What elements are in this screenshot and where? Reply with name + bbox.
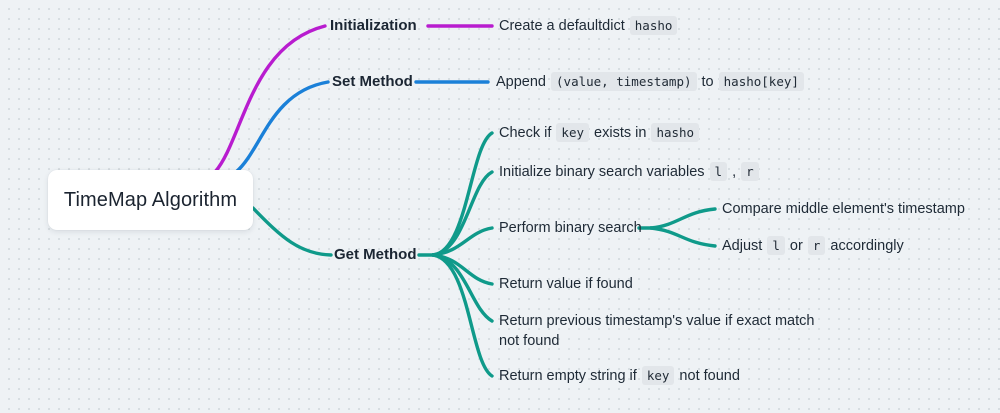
code-token: l [709, 162, 728, 181]
code-token: hasho [651, 123, 700, 142]
leaf-bs-adjust[interactable]: Adjust l or r accordingly [722, 236, 904, 255]
code-token: hasho [629, 16, 678, 35]
edge-get-to-return-empty [431, 253, 494, 378]
code-token: r [741, 162, 759, 181]
leaf-get-check-key[interactable]: Check if key exists in hasho [499, 123, 700, 143]
leaf-get-binary-search[interactable]: Perform binary search [499, 220, 642, 236]
edge-get-to-binary-search [431, 226, 494, 257]
edge-get-to-return-previous [431, 253, 494, 323]
edge-get-to-init-vars [431, 170, 494, 257]
edge-get-to-return-found [431, 253, 494, 286]
root-node-label: TimeMap Algorithm [63, 188, 238, 211]
branch-label-get-method[interactable]: Get Method [334, 246, 417, 263]
edge-root-to-set-method [234, 80, 330, 174]
leaf-get-return-previous[interactable]: Return previous timestamp's value if exa… [499, 313, 815, 349]
leaf-get-init-vars[interactable]: Initialize binary search variables l , r [499, 162, 760, 182]
edge-get-to-check-key [431, 131, 494, 257]
edge-root-to-initialization [213, 24, 327, 174]
root-node[interactable]: TimeMap Algorithm [48, 170, 253, 230]
code-token: hasho[key] [718, 72, 804, 91]
code-token: r [807, 236, 826, 255]
branch-label-set-method[interactable]: Set Method [332, 73, 413, 90]
edge-bs-to-adjust [649, 226, 717, 248]
edge-bs-to-compare-middle [649, 207, 717, 230]
code-token: key [556, 123, 589, 142]
code-token: l [767, 236, 785, 255]
leaf-get-return-found[interactable]: Return value if found [499, 276, 633, 292]
branch-label-initialization[interactable]: Initialization [330, 17, 417, 34]
leaf-bs-compare-middle[interactable]: Compare middle element's timestamp [722, 201, 965, 217]
leaf-init-create-defaultdict[interactable]: Create a defaultdict hasho [499, 16, 678, 36]
code-token: key [641, 366, 675, 385]
code-token: (value, timestamp) [551, 72, 697, 91]
edge-root-to-get-method [251, 206, 333, 257]
leaf-set-append[interactable]: Append (value, timestamp) to hasho[key] [496, 72, 805, 92]
leaf-get-return-empty[interactable]: Return empty string if key not found [499, 366, 740, 385]
